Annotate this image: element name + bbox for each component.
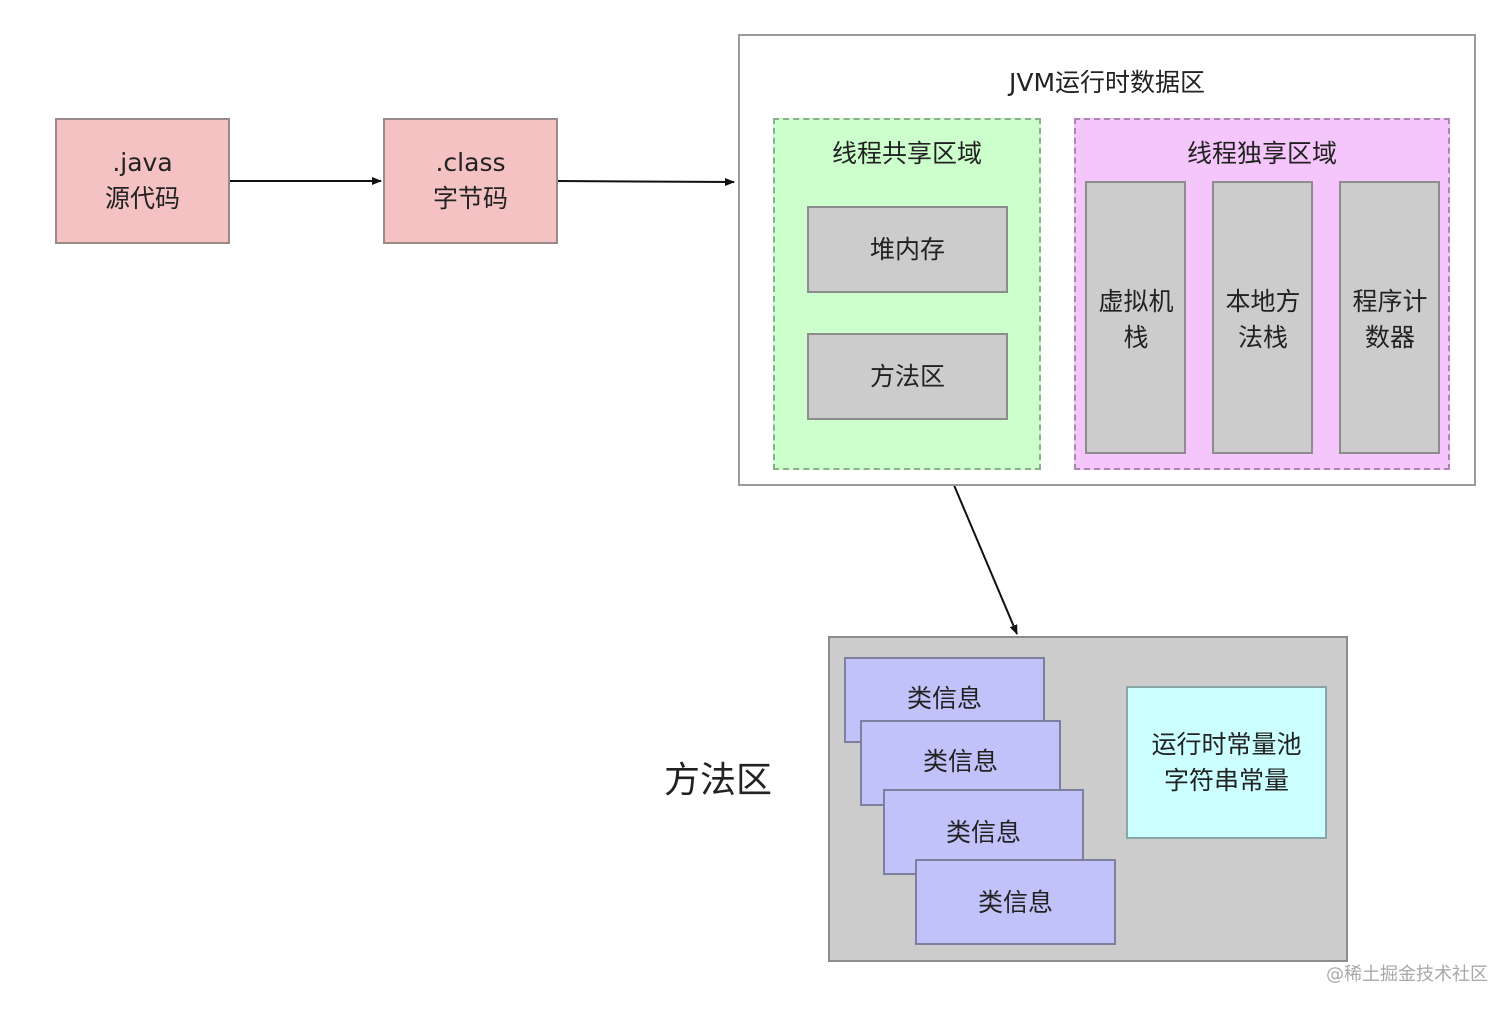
jvm-runtime-title: JVM运行时数据区 bbox=[1008, 68, 1206, 97]
vm-stack-node: 虚拟机栈 bbox=[1085, 181, 1186, 454]
native-stack-label: 本地方法栈 bbox=[1225, 287, 1301, 352]
watermark: @稀土掘金技术社区 bbox=[1326, 964, 1488, 985]
class-ext: .class bbox=[435, 148, 506, 177]
class-info-label: 类信息 bbox=[922, 747, 998, 776]
arrow-class-to-runtime bbox=[556, 177, 735, 186]
java-source-label: 源代码 bbox=[104, 184, 180, 213]
class-label: 字节码 bbox=[432, 184, 508, 213]
shared-region-title: 线程共享区域 bbox=[831, 139, 982, 168]
string-constant-label: 字符串常量 bbox=[1163, 765, 1289, 795]
class-info-card: 类信息 bbox=[915, 859, 1116, 945]
runtime-constant-pool-node: 运行时常量池 字符串常量 bbox=[1126, 686, 1327, 839]
private-region-title: 线程独享区域 bbox=[1186, 139, 1337, 168]
class-info-label: 类信息 bbox=[977, 888, 1053, 917]
native-stack-node: 本地方法栈 bbox=[1212, 181, 1313, 454]
class-info-label: 类信息 bbox=[945, 818, 1021, 847]
vm-stack-label: 虚拟机栈 bbox=[1098, 287, 1174, 352]
method-area-detail-label: 方法区 bbox=[663, 760, 772, 801]
pc-register-label: 程序计数器 bbox=[1352, 287, 1428, 352]
heap-node: 堆内存 bbox=[807, 206, 1008, 293]
class-bytecode-node: .class 字节码 bbox=[383, 118, 558, 244]
java-source-ext: .java bbox=[112, 148, 173, 177]
pc-register-node: 程序计数器 bbox=[1339, 181, 1440, 454]
java-source-node: .java 源代码 bbox=[55, 118, 230, 244]
method-area-node: 方法区 bbox=[807, 333, 1008, 420]
class-info-label: 类信息 bbox=[906, 684, 982, 713]
constant-pool-label: 运行时常量池 bbox=[1151, 729, 1302, 759]
